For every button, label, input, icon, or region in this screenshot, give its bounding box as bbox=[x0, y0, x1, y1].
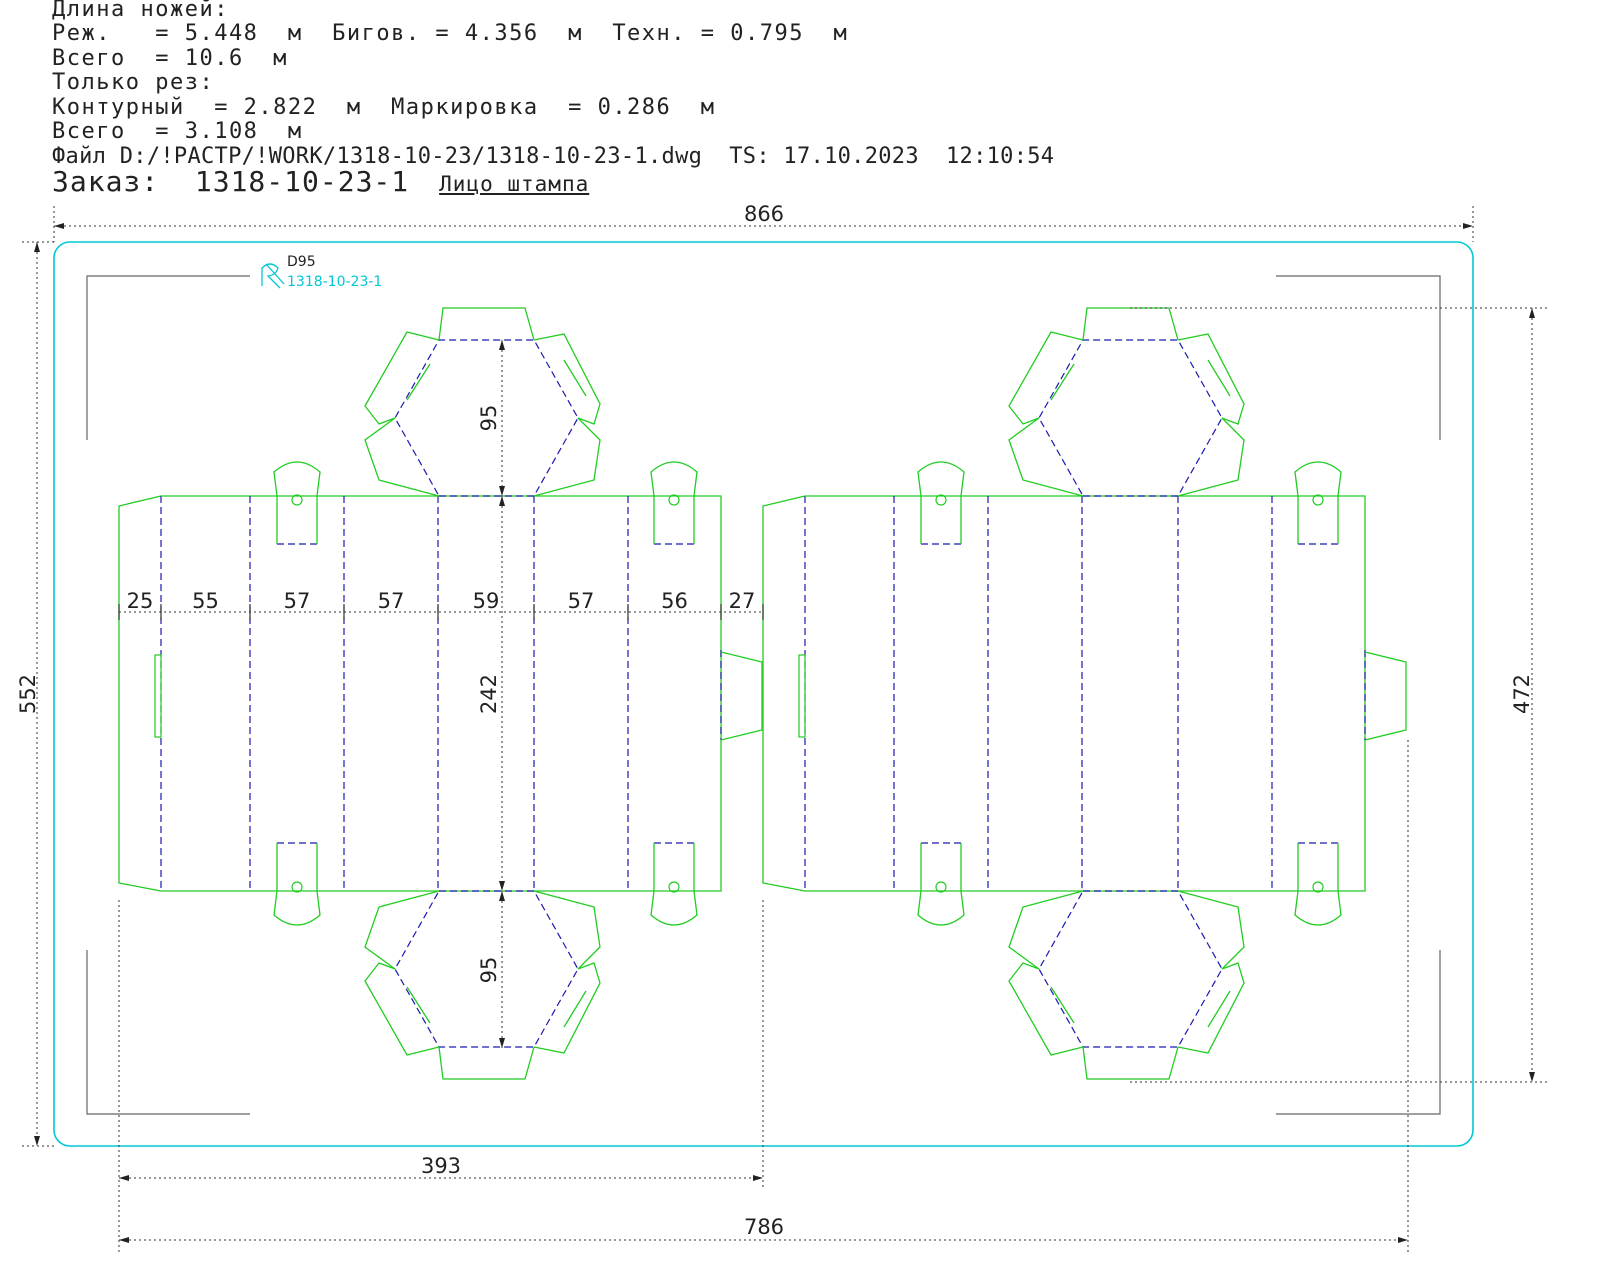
frame-corners bbox=[86, 275, 1441, 1115]
order-line: Заказ: 1318-10-23-1 Лицо штампа bbox=[52, 168, 590, 197]
knife-length-line: Реж. = 5.448 м Бигов. = 4.356 м Техн. = … bbox=[52, 21, 849, 46]
hexagon-slot bbox=[563, 359, 587, 397]
dimension-lines bbox=[22, 206, 1550, 1255]
hexagon-side-flap bbox=[533, 333, 601, 425]
glue-slot bbox=[798, 654, 806, 738]
hexagon-crease bbox=[1038, 890, 1223, 1048]
dim-hex-top: 95 bbox=[477, 405, 501, 432]
hexagon-side-flap bbox=[1177, 333, 1245, 425]
hexagon-slot bbox=[1050, 986, 1075, 1024]
hexagon-slot bbox=[1207, 990, 1231, 1028]
hexagon-side-flap bbox=[1177, 962, 1245, 1054]
body-outline bbox=[805, 495, 1366, 892]
lock-tab bbox=[273, 843, 321, 926]
panel-width-label: 55 bbox=[192, 589, 219, 613]
file-path-line: Файл D:/!РАСТР/!WORK/1318-10-23/1318-10-… bbox=[52, 144, 1055, 169]
hexagon-side-flap bbox=[1177, 890, 1245, 970]
hexagon-slot bbox=[406, 363, 431, 401]
hexagon-side-flap bbox=[533, 890, 601, 970]
panel-width-label: 57 bbox=[284, 589, 311, 613]
dim-bottom-full: 786 bbox=[744, 1215, 784, 1239]
dim-overall-height: 552 bbox=[16, 674, 40, 714]
logo-tag: D95 1318-10-23-1 bbox=[261, 254, 382, 290]
glue-flap bbox=[118, 495, 162, 892]
blank-right bbox=[762, 307, 1407, 1080]
tab-hole bbox=[668, 881, 680, 893]
lock-tab bbox=[650, 461, 698, 544]
hexagon-side-flap bbox=[533, 962, 601, 1054]
lock-tab bbox=[650, 843, 698, 926]
hexagon-end-flap bbox=[438, 1046, 535, 1080]
hexagon-slot bbox=[1207, 359, 1231, 397]
tab-hole bbox=[291, 881, 303, 893]
cut-only-line: Контурный = 2.822 м Маркировка = 0.286 м bbox=[52, 95, 716, 120]
cut-only-total-line: Всего = 3.108 м bbox=[52, 119, 303, 144]
tag-order: 1318-10-23-1 bbox=[287, 274, 382, 290]
dim-right-height: 472 bbox=[1510, 674, 1534, 714]
body-outline bbox=[161, 495, 722, 892]
knife-total-line: Всего = 10.6 м bbox=[52, 46, 288, 71]
panel-width-label: 56 bbox=[661, 589, 688, 613]
side-flap bbox=[720, 651, 763, 741]
lock-tab bbox=[1294, 843, 1342, 926]
hexagon-side-flap bbox=[364, 417, 440, 497]
cut-only-title: Только рез: bbox=[52, 70, 215, 95]
lock-tab bbox=[917, 843, 965, 926]
glue-flap bbox=[762, 495, 806, 892]
tab-hole bbox=[668, 494, 680, 506]
hexagon-slot bbox=[563, 990, 587, 1028]
tab-hole bbox=[935, 494, 947, 506]
panel-width-labels: 25 55 57 57 59 57 56 27 bbox=[127, 589, 756, 613]
hexagon-side-flap bbox=[1008, 962, 1084, 1056]
glue-slot bbox=[154, 654, 162, 738]
tab-hole bbox=[291, 494, 303, 506]
lock-tab bbox=[273, 461, 321, 544]
hexagon-side-flap bbox=[364, 962, 440, 1056]
panel-width-label: 25 bbox=[127, 589, 154, 613]
hexagon-side-flap bbox=[1008, 417, 1084, 497]
dim-body-height: 242 bbox=[477, 674, 501, 714]
order-number: Заказ: 1318-10-23-1 bbox=[52, 165, 410, 198]
tag-code: D95 bbox=[287, 254, 316, 270]
dim-hex-bottom: 95 bbox=[477, 957, 501, 984]
die-face-label: Лицо штампа bbox=[439, 172, 590, 196]
tab-hole bbox=[1312, 494, 1324, 506]
hexagon-slot bbox=[406, 986, 431, 1024]
lock-tab bbox=[1294, 461, 1342, 544]
hexagon-side-flap bbox=[364, 331, 440, 425]
blank-left bbox=[118, 307, 763, 1080]
panel-width-label: 57 bbox=[378, 589, 405, 613]
panel-width-label: 27 bbox=[729, 589, 756, 613]
hexagon-end-flap bbox=[1082, 1046, 1179, 1080]
hexagon-end-flap bbox=[438, 307, 535, 341]
panel-dimension-ticks bbox=[118, 604, 764, 620]
hexagon-side-flap bbox=[1177, 417, 1245, 497]
side-flap bbox=[1364, 651, 1407, 741]
panel-width-label: 59 bbox=[473, 589, 500, 613]
dim-overall-width: 866 bbox=[744, 202, 784, 226]
dim-bottom-half: 393 bbox=[421, 1154, 461, 1178]
hexagon-side-flap bbox=[533, 417, 601, 497]
hexagon-side-flap bbox=[1008, 890, 1084, 970]
hexagon-end-flap bbox=[1082, 307, 1179, 341]
hexagon-crease bbox=[1038, 339, 1223, 497]
tab-hole bbox=[1312, 881, 1324, 893]
panel-width-label: 57 bbox=[568, 589, 595, 613]
hexagon-side-flap bbox=[364, 890, 440, 970]
lock-tab bbox=[917, 461, 965, 544]
hexagon-slot bbox=[1050, 363, 1075, 401]
tab-hole bbox=[935, 881, 947, 893]
hexagon-side-flap bbox=[1008, 331, 1084, 425]
knife-length-title: Длина ножей: bbox=[52, 0, 229, 22]
